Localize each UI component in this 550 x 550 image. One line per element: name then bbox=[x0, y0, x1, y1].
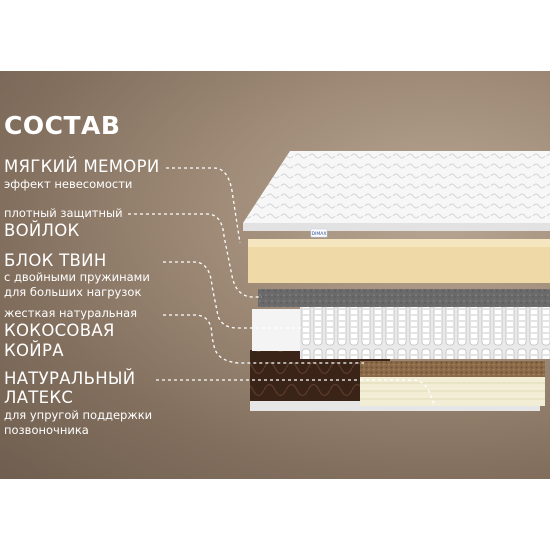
layer-felt-title: ВОЙЛОК bbox=[4, 221, 80, 240]
layer-coir-desc: жесткая натуральная bbox=[4, 306, 138, 320]
layer-spring-title: БЛОК ТВИН bbox=[4, 251, 107, 270]
layer-spring-desc-2: для больших нагрузок bbox=[4, 285, 142, 299]
memory-foam-layer bbox=[248, 239, 550, 283]
composition-panel: СОСТАВ МЯГКИЙ МЕМОРИ эффект невесомости … bbox=[0, 71, 550, 479]
layer-felt-desc: плотный защитный bbox=[4, 206, 123, 220]
layer-latex-title-2: ЛАТЕКС bbox=[4, 388, 74, 407]
connector-lines bbox=[128, 167, 437, 406]
layer-memory-title: МЯГКИЙ МЕМОРИ bbox=[4, 157, 160, 176]
layer-memory-desc: эффект невесомости bbox=[4, 177, 133, 191]
felt-layer bbox=[258, 289, 550, 307]
mattress-illustration: DIMAX bbox=[128, 151, 550, 411]
connector-latex bbox=[156, 379, 437, 406]
top-cover bbox=[243, 151, 550, 231]
layer-coir-title-2: КОЙРА bbox=[4, 341, 64, 360]
layer-latex-desc-1: для упругой поддержки bbox=[4, 408, 153, 422]
connector-memory bbox=[166, 167, 241, 244]
layer-coir-title-1: КОКОСОВАЯ bbox=[4, 321, 115, 340]
spring-block bbox=[300, 301, 550, 359]
brand-tag-text: DIMAX bbox=[312, 231, 327, 237]
section-title: СОСТАВ bbox=[4, 111, 121, 140]
layer-spring-desc-1: с двойными пружинами bbox=[4, 270, 150, 284]
connector-felt bbox=[128, 213, 262, 298]
layer-latex-title-1: НАТУРАЛЬНЫЙ bbox=[4, 369, 136, 388]
connector-coir bbox=[163, 314, 364, 364]
layer-latex-desc-2: позвоночника bbox=[4, 423, 89, 437]
connector-spring bbox=[163, 261, 306, 329]
coir-layer bbox=[360, 361, 545, 377]
brand-tag bbox=[310, 228, 328, 238]
